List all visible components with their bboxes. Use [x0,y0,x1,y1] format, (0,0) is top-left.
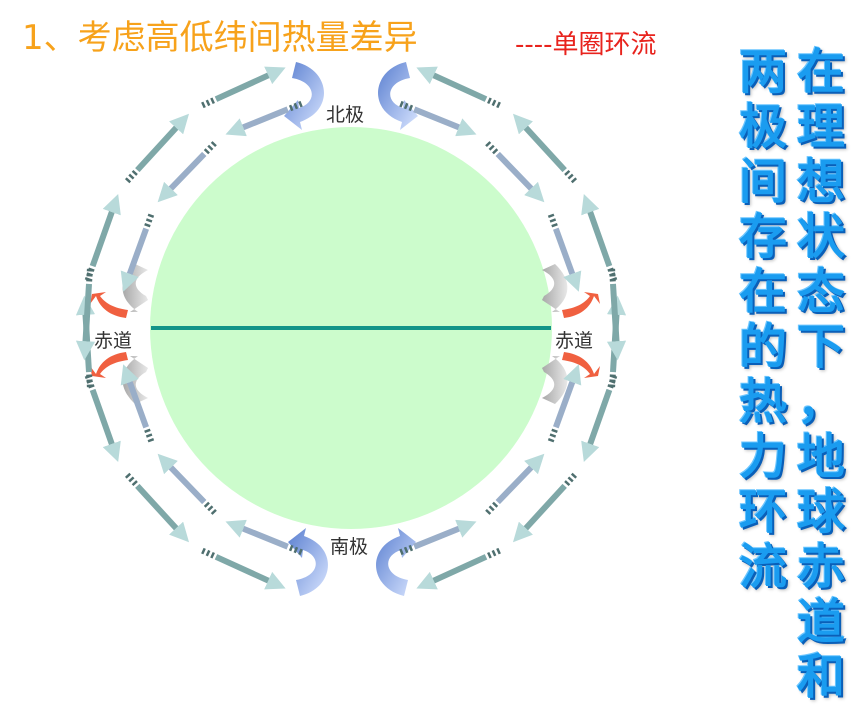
upper-air-arrow-sw-2 [127,475,182,535]
side-text-right-char: 道 [797,595,845,650]
side-text-left-char: 两 [739,45,787,100]
upper-air-arrow-sw-3 [202,551,277,585]
upper-air-arrow-ne-3 [425,71,500,105]
surface-arrow-nw-1 [164,143,214,195]
surface-arrow-ne-1 [487,143,537,195]
side-text-left-char: 环 [739,485,787,540]
north-pole-label: 北极 [326,100,364,127]
side-text-left-char: 在 [739,265,787,320]
upper-air-arrow-ne-2 [519,121,574,181]
side-text-left-char: 极 [739,100,787,155]
north-pole-descending-arrow-left [284,62,324,130]
side-text-left-char: 间 [739,155,787,210]
side-text-right-char: 想 [797,155,845,210]
upper-air-arrow-nw-1 [88,203,115,280]
upper-air-arrow-se-1 [587,376,614,453]
side-text-right-char: 下 [797,320,845,375]
surface-arrow-sw-2 [126,373,151,441]
side-text-right-char: 和 [797,650,845,705]
equator-rising-arrow-left-top [90,264,148,318]
upper-air-arrow-nw-3 [202,71,277,105]
upper-air-arrow-se-3 [425,551,500,585]
side-text-right-char: 赤 [797,540,845,595]
upper-air-arrow-se-2 [519,475,574,535]
side-text-right-char: 状 [797,210,845,265]
side-text-left-char: 的 [739,320,787,375]
side-text-right-char: 态 [797,265,845,320]
side-text-right-char: 地 [797,430,845,485]
side-text-right-char: 在 [797,45,845,100]
south-pole-descending-arrow-right [376,528,416,596]
side-text-right-char: ， [797,375,845,430]
side-text-right-char: 理 [797,100,845,155]
upper-air-arrow-nw-2 [127,121,182,181]
equator-label-left: 赤道 [94,326,132,353]
north-pole-descending-arrow-right [378,62,418,130]
south-pole-descending-arrow-left [288,528,328,596]
upper-air-arrow-ne-1 [587,203,614,280]
equator-rising-arrow-left-bottom [90,352,148,404]
side-text-left-char: 力 [739,430,787,485]
surface-arrow-sw-0 [234,525,301,552]
surface-arrow-se-1 [487,461,537,513]
side-text-left-char: 存 [739,210,787,265]
side-text-right-char: 球 [797,485,845,540]
circulation-diagram [0,0,860,645]
side-text-left-char: 热 [739,375,787,430]
side-text-column-left: 两极间存在的热力环流 [735,45,791,595]
surface-arrow-sw-1 [164,461,214,513]
side-text-left-char: 流 [739,540,787,595]
upper-air-arrow-sw-1 [88,376,115,453]
equator-label-right: 赤道 [555,326,593,353]
side-text-column-right: 在理想状态下，地球赤道和 [793,45,849,705]
south-pole-label: 南极 [330,532,368,559]
